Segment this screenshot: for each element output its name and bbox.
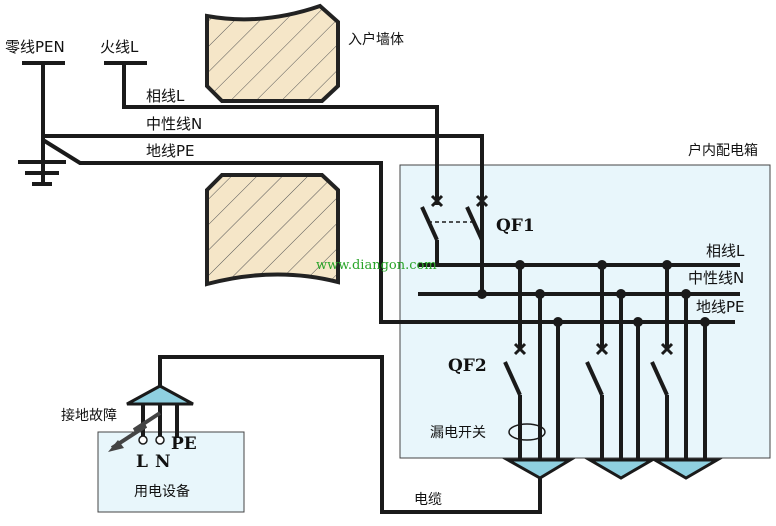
fault-label: 接地故障 (61, 407, 117, 424)
wall-upper (205, 3, 340, 103)
phase-label-right: 相线L (706, 242, 745, 260)
pe-terminal-label: PE (171, 434, 197, 454)
pen-label: 零线PEN (5, 38, 65, 56)
pe-label-right: 地线PE (696, 298, 745, 316)
neutral-label-left: 中性线N (146, 115, 202, 133)
cable-label: 电缆 (414, 492, 442, 508)
rcd-sensor (508, 423, 546, 441)
rcd-label: 漏电开关 (430, 425, 486, 441)
wall-label: 入户墙体 (348, 31, 404, 48)
device-box (97, 431, 245, 513)
watermark: www.diangon.com (316, 258, 437, 273)
device-plug (126, 384, 194, 445)
outlet-terminals (502, 458, 723, 480)
fault-arrow-icon (108, 411, 162, 452)
n-terminal-label: N (155, 452, 171, 472)
live-label: 火线L (100, 38, 139, 56)
neutral-label-right: 中性线N (688, 269, 744, 287)
device-label: 用电设备 (134, 483, 190, 500)
qf2-label: QF2 (448, 356, 487, 376)
wires (18, 61, 740, 514)
pe-label-left: 地线PE (146, 142, 195, 160)
l-terminal-label: L (136, 452, 148, 472)
switch-contact-marks (430, 194, 674, 356)
qf1-label: QF1 (496, 216, 535, 236)
distribution-box (399, 164, 771, 459)
junction-dots (477, 260, 710, 327)
wall-lower (205, 173, 340, 287)
phase-label-left: 相线L (146, 87, 185, 105)
box-title: 户内配电箱 (688, 142, 758, 159)
